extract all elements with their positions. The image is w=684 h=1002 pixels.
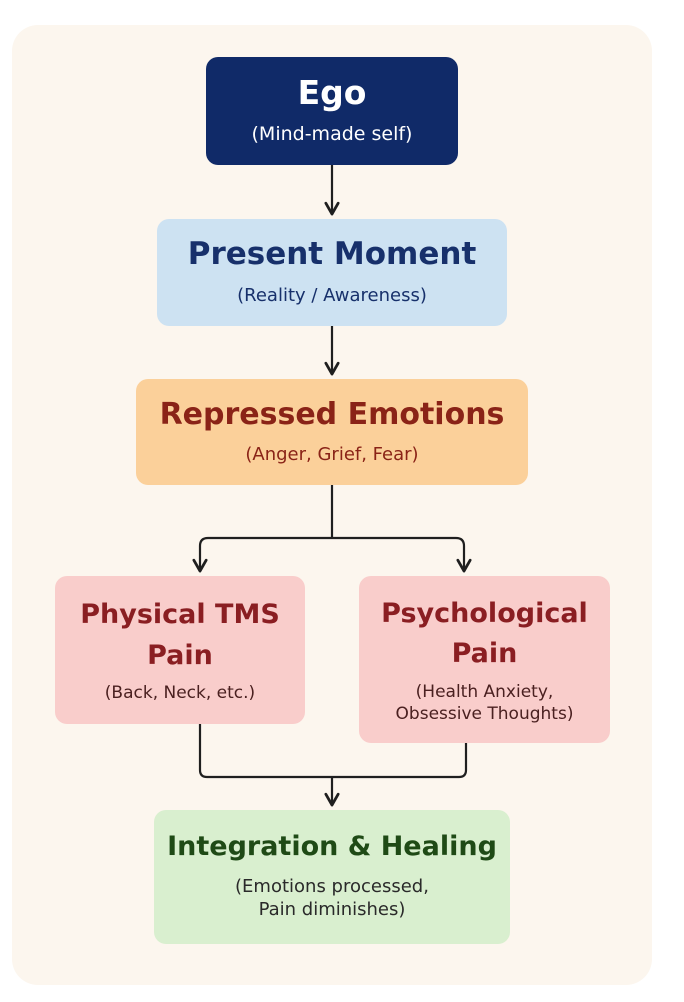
node-psychological-pain-subtitle-line1: (Health Anxiety, [415, 681, 554, 702]
node-psychological-pain: Psychological Pain (Health Anxiety, Obse… [359, 576, 610, 743]
node-ego-title: Ego [297, 73, 367, 113]
node-integration-healing-title: Integration & Healing [167, 831, 497, 863]
node-present-moment-title: Present Moment [187, 236, 477, 273]
node-present-moment-subtitle: (Reality / Awareness) [237, 285, 427, 307]
node-physical-tms-pain: Physical TMS Pain (Back, Neck, etc.) [55, 576, 305, 724]
node-psychological-pain-title-line2: Pain [451, 638, 518, 670]
node-integration-healing: Integration & Healing (Emotions processe… [154, 810, 510, 944]
edge-repressed-to-psychological-pain [332, 536, 472, 573]
node-physical-tms-pain-subtitle: (Back, Neck, etc.) [104, 683, 256, 704]
node-physical-tms-pain-title-line2: Pain [147, 639, 213, 671]
node-integration-healing-subtitle-line2: Pain diminishes) [258, 899, 406, 921]
node-ego-subtitle: (Mind-made self) [251, 123, 413, 146]
node-integration-healing-subtitle-line1: (Emotions processed, [235, 875, 429, 897]
edge-repressed-to-physical-pain [192, 536, 332, 573]
node-psychological-pain-title-line1: Psychological [381, 597, 588, 629]
node-repressed-emotions-subtitle: (Anger, Grief, Fear) [245, 444, 419, 466]
node-repressed-emotions: Repressed Emotions (Anger, Grief, Fear) [136, 379, 528, 485]
edge-psychological-pain-to-merge [332, 743, 468, 779]
edge-physical-pain-to-merge [198, 724, 332, 779]
node-physical-tms-pain-title-line1: Physical TMS [80, 599, 280, 631]
node-repressed-emotions-title: Repressed Emotions [159, 396, 505, 432]
node-integration-healing-subtitle: (Emotions processed, Pain diminishes) [235, 875, 429, 922]
node-psychological-pain-subtitle: (Health Anxiety, Obsessive Thoughts) [396, 681, 574, 725]
node-physical-tms-pain-title: Physical TMS Pain [80, 595, 280, 676]
node-psychological-pain-title: Psychological Pain [381, 594, 588, 675]
node-ego: Ego (Mind-made self) [206, 57, 458, 165]
node-present-moment: Present Moment (Reality / Awareness) [157, 219, 507, 326]
node-psychological-pain-subtitle-line2: Obsessive Thoughts) [395, 704, 574, 724]
